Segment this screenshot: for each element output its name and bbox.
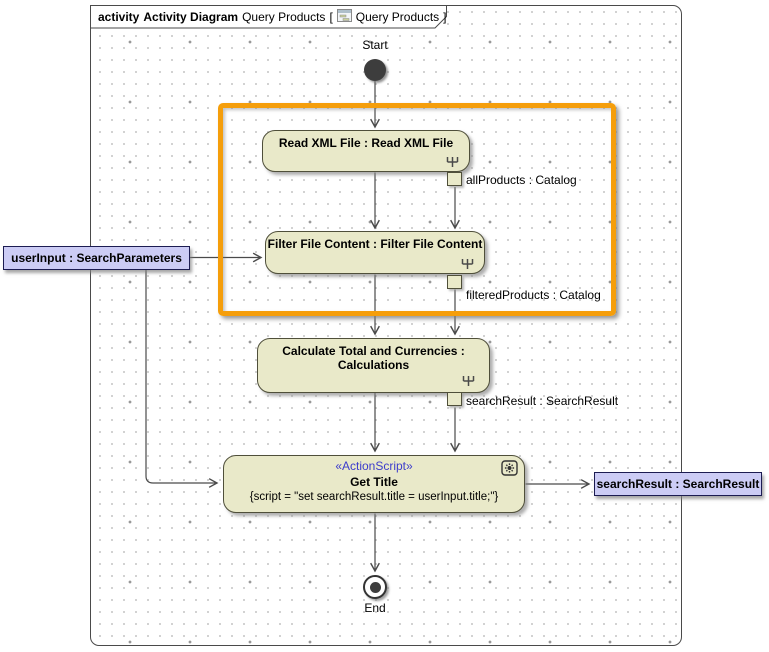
action-label: Filter File Content : Filter File Conten… [267,237,483,251]
initial-node[interactable] [364,59,386,81]
parameter-label: searchResult : SearchResult [596,477,760,491]
rake-icon [445,156,460,168]
activity-frame [90,5,682,646]
frame-title-keyword: activity [98,10,140,24]
action-label: Read XML File : Read XML File [278,136,454,150]
action-read-xml-file[interactable]: Read XML File : Read XML File [262,130,470,172]
parameter-label: userInput : SearchParameters [11,251,182,265]
start-node-label: Start [362,38,388,52]
frame-title-bracket-open: [ [329,10,333,24]
pin-label-filteredproducts: filteredProducts : Catalog [466,288,601,302]
script-constraint: {script = "set searchResult.title = user… [249,491,499,503]
output-pin-searchresult[interactable] [447,392,462,406]
stereotype-label: «ActionScript» [335,459,413,473]
frame-title-bracket-close: ] [443,10,447,24]
frame-title: activity Activity Diagram Query Products… [98,9,447,25]
edge-userinput-to-gettitle[interactable] [145,270,219,488]
pin-label-searchresult: searchResult : SearchResult [466,394,619,408]
action-label-line1: Calculate Total and Currencies : [282,344,465,358]
frame-title-tab [90,5,447,29]
activity-parameter-searchresult[interactable]: searchResult : SearchResult [594,472,762,496]
activity-parameter-userinput[interactable]: userInput : SearchParameters [3,246,190,270]
rake-icon [461,375,476,387]
frame-tab-diagram-name: Query Products [355,10,440,24]
activity-diagram-icon [336,9,352,25]
action-filter-file-content[interactable]: Filter File Content : Filter File Conten… [265,231,485,274]
frame-title-type: Activity Diagram [143,10,239,24]
action-label-line2: Calculations [337,358,410,372]
end-node-label: End [364,601,386,615]
script-gear-icon [501,460,518,476]
pin-label-allproducts: allProducts : Catalog [466,173,577,187]
output-pin-filteredproducts[interactable] [447,275,462,289]
frame-title-name: Query Products [242,10,326,24]
activity-final-inner-dot [369,581,381,593]
activity-final-node[interactable] [363,575,387,599]
action-get-title[interactable]: «ActionScript» Get Title {script = "set … [223,455,525,513]
rake-icon [460,258,475,270]
action-label: Get Title [350,475,398,489]
output-pin-allproducts[interactable] [447,172,462,186]
action-calculate-total[interactable]: Calculate Total and Currencies : Calcula… [257,338,490,393]
